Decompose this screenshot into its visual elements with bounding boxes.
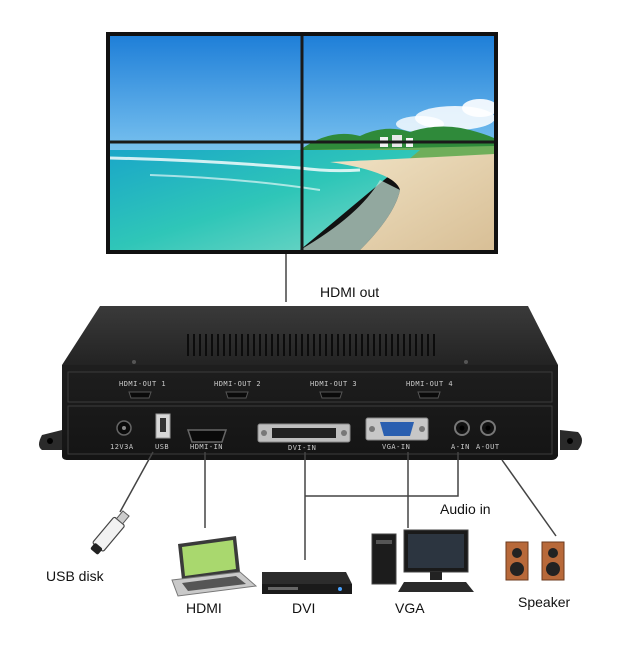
label-hdmi-out-1: HDMI-OUT 1 [119,380,167,388]
dvd-player [262,572,352,594]
speaker-right-tweeter [548,548,558,558]
label-hdmi-out: HDMI out [320,284,380,300]
label-hdmi: HDMI [186,600,222,616]
audio-out-jack-hole [485,425,491,431]
label-a-out: A-OUT [476,443,500,451]
processor-device [39,306,582,460]
label-vga: VGA [395,600,425,616]
hdmi-out-port-3 [319,391,343,399]
label-dvi-in: DVI-IN [288,444,317,452]
speaker-right-woofer [546,562,560,576]
screw [132,360,136,364]
hdmi-in-port [186,429,228,443]
dvi-screw [261,430,267,436]
usb-disk-plug [115,510,130,525]
pc-monitor-stand [430,572,442,580]
label-hdmi-in: HDMI-IN [190,443,224,451]
power-jack-pin [122,426,126,430]
label-hdmi-out-3: HDMI-OUT 3 [310,380,358,388]
player-front [262,584,352,594]
desktop-pc [371,529,474,592]
pc-monitor-screen [408,534,464,568]
vga-screw [419,426,425,432]
mount-hole [47,438,53,444]
wave [110,156,361,173]
player-tray [268,587,298,590]
surf [300,180,400,250]
hdmi-out-port-4 [417,391,441,399]
audio-in-jack-hole [459,425,465,431]
usb-line [119,451,154,513]
hdmi-out-ports [128,391,441,399]
audio-out-line [501,459,557,537]
dvi-in-socket [272,428,336,438]
input-panel [67,405,553,455]
label-audio-in: Audio in [440,501,491,517]
usb-disk-cap [90,543,103,555]
usb-port-slot [160,418,166,432]
vga-in-socket [380,422,414,436]
label-power: 12V3A [110,443,134,451]
pc-drive [376,540,392,544]
vent-grille [186,334,438,356]
laptop-screen [182,540,236,576]
speaker-left-tweeter [512,548,522,558]
connection-lines [119,451,557,560]
player-led [338,587,342,591]
audio-in-line [305,452,459,497]
label-hdmi-out-2: HDMI-OUT 2 [214,380,262,388]
label-usb: USB [155,443,170,451]
vga-screw [369,426,375,432]
hdmi-out-port-2 [225,391,249,399]
dvi-screw [341,430,347,436]
output-panel [67,371,553,403]
laptop [171,536,258,597]
label-usb-disk: USB disk [46,568,104,584]
pc-keyboard [398,582,474,592]
sand [330,154,494,250]
screw [464,360,468,364]
mount-hole [567,438,573,444]
sea [110,150,420,250]
label-a-in: A-IN [451,443,470,451]
video-wall [106,32,498,254]
label-speaker: Speaker [518,594,571,610]
hdmi-out-port-1 [128,391,152,399]
cloud [462,99,494,117]
device-front [62,365,558,460]
label-vga-in: VGA-IN [382,443,411,451]
laptop-keyboard [182,576,246,591]
speakers [505,541,565,581]
speaker-left-woofer [510,562,524,576]
usb-disk [90,510,130,555]
label-dvi: DVI [292,600,316,616]
label-hdmi-out-4: HDMI-OUT 4 [406,380,454,388]
player-top [262,572,352,584]
